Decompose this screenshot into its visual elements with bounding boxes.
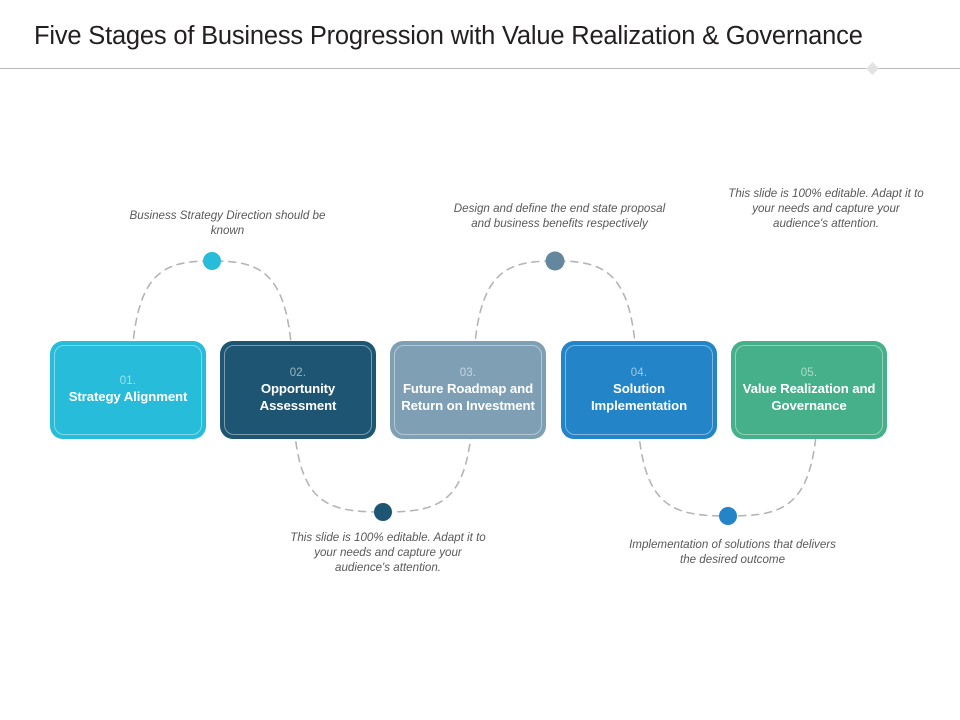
stage-box-01[interactable]: 01. Strategy Alignment [50,341,206,439]
stage-number: 05. [800,367,818,379]
stage-box-04[interactable]: 04. Solution Implementation [561,341,717,439]
wave-node-dot-2 [545,251,565,271]
stage-box-02[interactable]: 02. Opportunity Assessment [220,341,376,439]
stage-title: Strategy Alignment [68,389,188,405]
page-title: Five Stages of Business Progression with… [34,22,863,50]
stage-box-03[interactable]: 03. Future Roadmap and Return on Investm… [390,341,546,439]
annotation-text-3: This slide is 100% editable. Adapt it to… [728,187,924,231]
wave-node-dot-1 [203,252,221,270]
annotation-text-5: Implementation of solutions that deliver… [629,538,836,567]
wave-node-dot-3 [374,503,392,521]
stage-number: 03. [459,367,477,379]
stage-title: Solution Implementation [590,381,688,413]
annotation-text-1: Business Strategy Direction should be kn… [129,209,326,238]
stage-box-05[interactable]: 05. Value Realization and Governance [731,341,887,439]
wave-node-dot-4 [719,507,737,525]
annotation-text-4: This slide is 100% editable. Adapt it to… [290,531,486,575]
stage-title: Value Realization and Governance [742,381,876,413]
stage-number: 02. [289,367,307,379]
stage-title: Opportunity Assessment [259,381,337,413]
header-divider [0,68,960,69]
stage-number: 04. [630,367,648,379]
stage-number: 01. [119,375,137,388]
stage-title: Future Roadmap and Return on Investment [401,381,535,413]
wave-arc-up-1 [130,260,294,391]
wave-arc-up-2 [472,260,638,391]
annotation-text-2: Design and define the end state proposal… [453,202,666,231]
wave-arc-down-1 [292,389,474,513]
